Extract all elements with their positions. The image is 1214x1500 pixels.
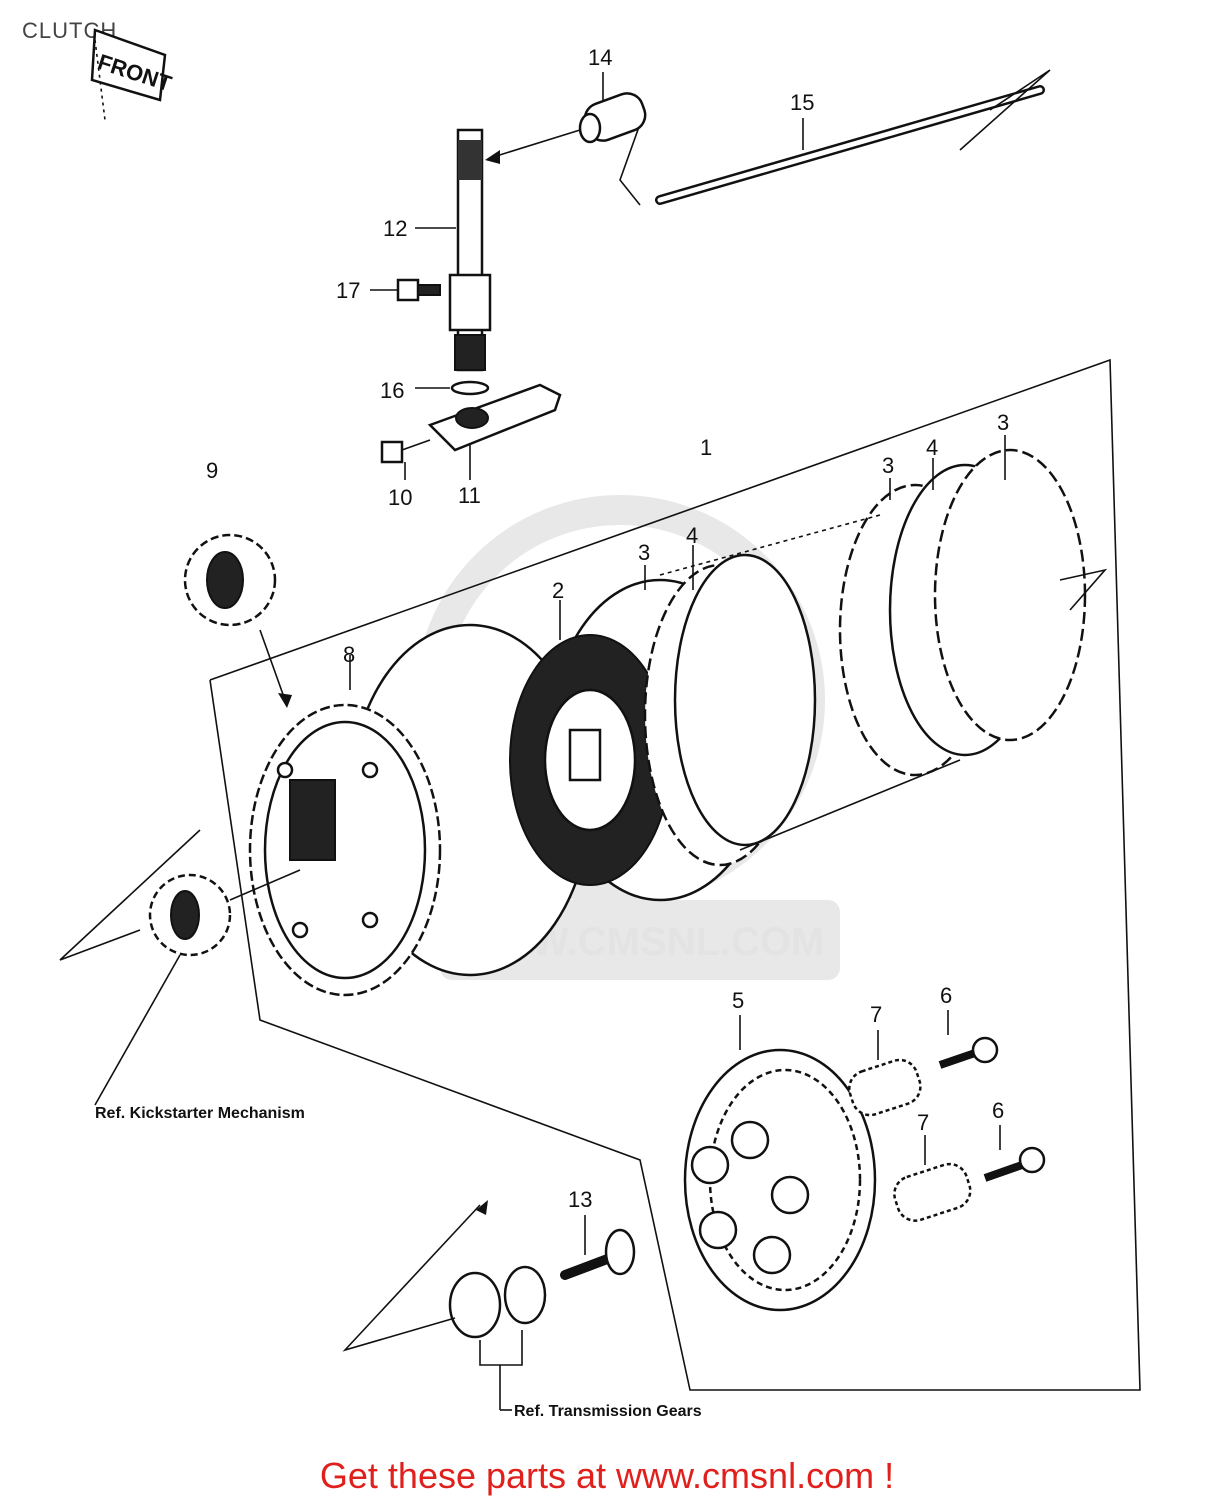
part-6-bolt-lower bbox=[983, 1125, 1046, 1182]
part-15-push-rod bbox=[619, 69, 1051, 206]
part-17-bolt bbox=[370, 278, 441, 302]
callout-8: 8 bbox=[343, 642, 355, 667]
part-9-gear bbox=[183, 533, 292, 708]
clutch-assembly-outline bbox=[209, 358, 1141, 1391]
callout-16: 16 bbox=[380, 378, 404, 403]
friction-plates-rear bbox=[659, 435, 1108, 851]
part-14-bushing bbox=[485, 92, 647, 164]
callout-4a: 4 bbox=[686, 523, 698, 548]
callout-11: 11 bbox=[458, 483, 481, 508]
callout-7a: 7 bbox=[870, 1002, 882, 1027]
callout-2: 2 bbox=[552, 578, 564, 603]
callout-17: 17 bbox=[336, 278, 360, 303]
kickstarter-gear bbox=[59, 829, 301, 1106]
callout-3a: 3 bbox=[638, 540, 650, 565]
callout-10: 10 bbox=[388, 485, 412, 510]
callout-4b: 4 bbox=[926, 435, 938, 460]
callout-9: 9 bbox=[206, 458, 218, 483]
ref-kickstarter-label: Ref. Kickstarter Mechanism bbox=[95, 1105, 305, 1122]
callout-13: 13 bbox=[568, 1187, 592, 1212]
part-11-release-lever bbox=[427, 383, 562, 480]
part-5-pressure-plate bbox=[683, 1015, 877, 1312]
friction-plates-front bbox=[643, 545, 817, 867]
footer-link[interactable]: Get these parts at www.cmsnl.com ! bbox=[319, 1455, 895, 1496]
part-7-spring-upper bbox=[848, 1030, 922, 1117]
callout-3c: 3 bbox=[997, 410, 1009, 435]
front-sign: FRONT bbox=[90, 28, 175, 121]
callout-7b: 7 bbox=[917, 1110, 929, 1135]
part-13-push-pin bbox=[560, 1215, 636, 1280]
callout-5: 5 bbox=[732, 988, 744, 1013]
callout-12: 12 bbox=[383, 216, 407, 241]
ref-transmission-label: Ref. Transmission Gears bbox=[514, 1403, 702, 1420]
callout-6a: 6 bbox=[940, 983, 952, 1008]
part-6-bolt-upper bbox=[938, 1010, 999, 1069]
part-16-washer bbox=[450, 380, 490, 396]
callout-14: 14 bbox=[588, 45, 612, 70]
callout-1: 1 bbox=[700, 435, 712, 460]
part-10-bolt bbox=[380, 439, 431, 480]
transmission-washers bbox=[342, 1200, 547, 1410]
callout-6b: 6 bbox=[992, 1098, 1004, 1123]
callout-3b: 3 bbox=[882, 453, 894, 478]
callout-15: 15 bbox=[790, 90, 814, 115]
part-7-spring-lower bbox=[893, 1135, 972, 1222]
part-12-release-shaft bbox=[448, 128, 492, 372]
